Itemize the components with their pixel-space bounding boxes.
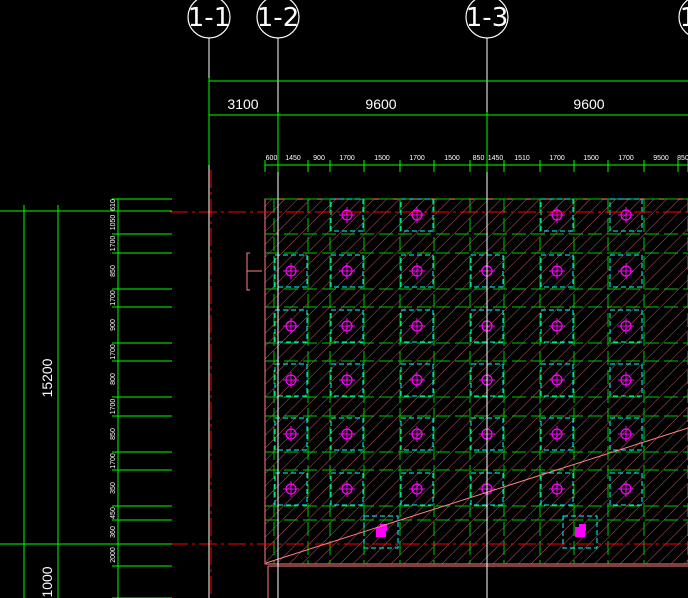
- pile-cross-icon: [400, 254, 434, 288]
- dim-9600-b: 9600: [573, 96, 604, 112]
- pile-cross-icon: [330, 309, 364, 343]
- top-sub-dimension: 1700: [549, 155, 565, 162]
- top-sub-dimension: 1700: [339, 155, 355, 162]
- pile-cross-icon: [540, 198, 574, 232]
- pile-cross-icon: [540, 472, 574, 506]
- top-sub-dimension: 1500: [374, 155, 390, 162]
- top-sub-dimension: 850: [677, 155, 688, 162]
- pile-cross-icon: [330, 363, 364, 397]
- axis-label-1-1: 1-1: [188, 3, 230, 33]
- top-sub-dimension: 1510: [514, 155, 530, 162]
- left-sub-dimension: 1700: [110, 399, 117, 415]
- axis-bubble-icon[interactable]: 1-3: [465, 0, 509, 39]
- pile-cross-icon: [274, 417, 308, 451]
- top-sub-dimension: 1450: [488, 155, 504, 162]
- pile-cross-icon: [609, 417, 643, 451]
- pile-cross-icon: [274, 309, 308, 343]
- axis-label-1: 1: [680, 3, 688, 33]
- column-square-icon: [562, 515, 598, 549]
- pile-cross-icon: [330, 198, 364, 232]
- left-sub-dimension: 1700: [110, 290, 117, 306]
- pile-cross-icon: [609, 198, 643, 232]
- top-sub-dimension: 9500: [653, 155, 669, 162]
- pile-cross-icon: [540, 417, 574, 451]
- top-sub-dimension: 1500: [583, 155, 599, 162]
- left-sub-dimension: 1700: [110, 236, 117, 252]
- pile-cross-icon: [400, 198, 434, 232]
- left-sub-dimension: 1700: [110, 344, 117, 360]
- top-sub-dimension: 1700: [409, 155, 425, 162]
- dim-9600-a: 9600: [365, 96, 396, 112]
- dim-15200: 15200: [39, 358, 55, 397]
- left-sub-dimension: 450: [110, 507, 117, 519]
- pile-cross-icon: [274, 254, 308, 288]
- pile-cross-icon: [330, 417, 364, 451]
- pile-cross-icon: [609, 309, 643, 343]
- left-sub-dimension: 1700: [110, 453, 117, 469]
- top-sub-dimension: 1450: [285, 155, 301, 162]
- pile-cross-icon: [609, 363, 643, 397]
- pile-cross-icon: [609, 254, 643, 288]
- pile-cross-icon: [330, 472, 364, 506]
- left-sub-dimension: 2000: [110, 547, 117, 563]
- left-sub-dimension: 1050: [110, 215, 117, 231]
- left-sub-dimension: 900: [110, 319, 117, 331]
- top-dimension-chain: 3100 9600 9600: [208, 78, 688, 166]
- left-sub-dimensions: 610 1050 1700 850 1700 900 1700 800 1700 850 1700 3…: [110, 198, 172, 598]
- pile-cross-icon: [330, 254, 364, 288]
- pile-cross-icon: [400, 363, 434, 397]
- left-sub-dimension: 850: [110, 265, 117, 277]
- left-sub-dimension: 610: [110, 199, 117, 211]
- left-sub-dimension: 360: [110, 526, 117, 538]
- top-sub-dimension: 600: [266, 155, 278, 162]
- top-sub-dimension: 900: [313, 155, 325, 162]
- pile-cross-icon: [400, 309, 434, 343]
- top-sub-dimension: 850: [473, 155, 485, 162]
- top-sub-dimension: 1700: [618, 155, 634, 162]
- left-dimension-chain: 15200 1000: [0, 199, 172, 598]
- pile-cross-icon: [540, 254, 574, 288]
- left-sub-dimension: 850: [110, 428, 117, 440]
- grade-beam-grid: [265, 198, 688, 564]
- left-sub-dimension: 800: [110, 373, 117, 385]
- top-sub-dimension: 1500: [444, 155, 460, 162]
- axis-bubble-icon[interactable]: 1-2: [256, 0, 300, 39]
- left-sub-dimension: 350: [110, 482, 117, 494]
- pile-cross-icon: [274, 363, 308, 397]
- section-line: [265, 427, 688, 564]
- pile-cross-icon: [400, 417, 434, 451]
- axis-label-1-2: 1-2: [257, 3, 299, 33]
- raft-foundation: [246, 198, 688, 598]
- dim-3100: 3100: [227, 96, 258, 112]
- dim-1000: 1000: [39, 566, 55, 597]
- axis-label-1-3: 1-3: [466, 3, 508, 33]
- pile-cross-icon: [540, 309, 574, 343]
- axis-bubble-icon[interactable]: 1: [678, 0, 688, 38]
- axis-bubble-icon[interactable]: 1-1: [187, 0, 231, 39]
- pile-cross-icon: [609, 472, 643, 506]
- pile-cross-icon: [274, 472, 308, 506]
- pile-cross-icon: [540, 363, 574, 397]
- pile-cross-icon: [400, 472, 434, 506]
